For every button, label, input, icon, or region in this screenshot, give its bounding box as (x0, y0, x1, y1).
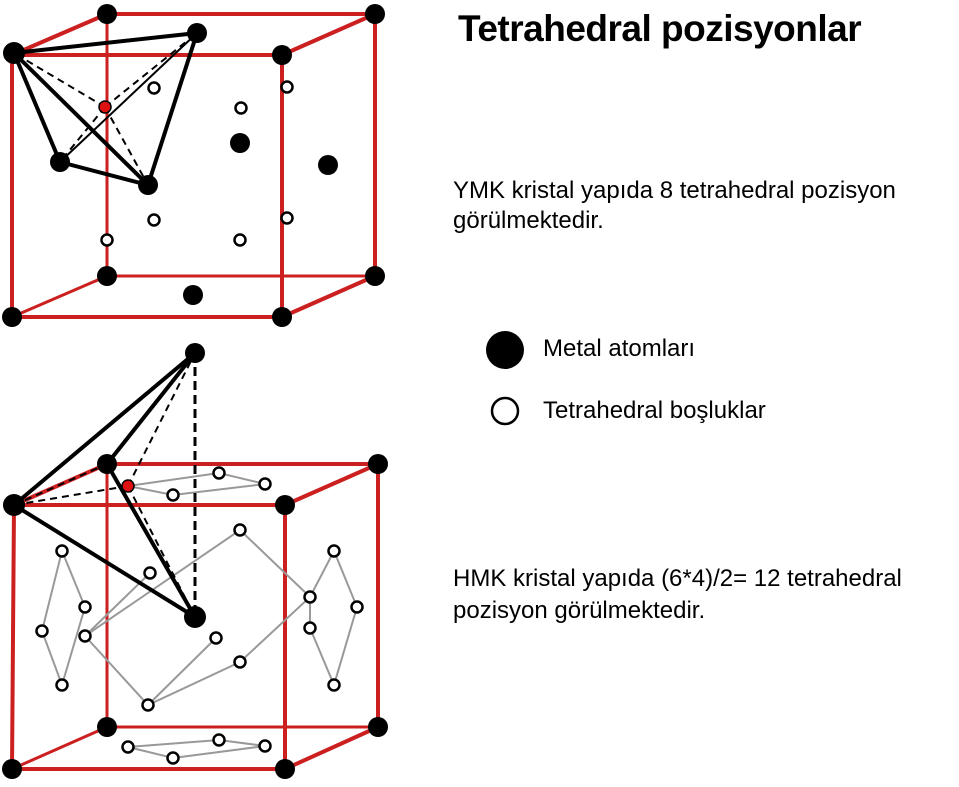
bcc-cube (2, 343, 388, 779)
bcc-metal-atom (3, 494, 25, 516)
bcc-metal-atom (184, 606, 206, 628)
fcc-metal-atom (365, 266, 385, 286)
fcc-metal-atom (272, 45, 292, 65)
legend-metal-label: Metal atomları (543, 335, 696, 362)
bcc-metal-atom (275, 759, 295, 779)
fcc-metal-atom (272, 307, 292, 327)
fcc-tetrahedron (12, 31, 199, 187)
fcc-metal-atoms (2, 4, 385, 327)
bcc-void (258, 477, 272, 491)
bcc-void (35, 624, 49, 638)
fcc-void (234, 101, 248, 115)
bcc-void (166, 751, 180, 765)
bcc-void (327, 678, 341, 692)
fcc-metal-atom (2, 307, 22, 327)
fcc-metal-atom (138, 175, 158, 195)
bcc-void (303, 621, 317, 635)
bcc-void (258, 739, 272, 753)
fcc-metal-atom (365, 4, 385, 24)
bcc-hidden-edges (11, 464, 378, 771)
bcc-void (212, 733, 226, 747)
fcc-metal-atom (3, 42, 25, 64)
fcc-void (280, 211, 294, 225)
fcc-description-line2: görülmektedir. (453, 207, 604, 234)
fcc-void (147, 81, 161, 95)
bcc-metal-atom (368, 717, 388, 737)
bcc-void (55, 544, 69, 558)
bcc-void (327, 544, 341, 558)
bcc-void (55, 678, 69, 692)
bcc-void (78, 600, 92, 614)
hmk-description-line2: pozisyon görülmektedir. (453, 597, 706, 624)
fcc-metal-atom (318, 155, 338, 175)
fcc-metal-atom (97, 4, 117, 24)
bcc-void (212, 466, 226, 480)
metal-atom-legend-icon (486, 331, 524, 369)
bcc-tetrahedron (12, 351, 197, 619)
bcc-metal-atom (368, 454, 388, 474)
page-title: Tetrahedral pozisyonlar (458, 8, 862, 49)
fcc-void (280, 80, 294, 94)
bcc-void (209, 631, 223, 645)
fcc-void (100, 233, 114, 247)
fcc-metal-atom (230, 133, 250, 153)
fcc-cube (2, 4, 385, 327)
fcc-metal-atom (183, 285, 203, 305)
bcc-void (303, 590, 317, 604)
bcc-metal-atom (97, 454, 117, 474)
fcc-metal-atom (187, 23, 207, 43)
bcc-void (143, 566, 157, 580)
legend-void-label: Tetrahedral boşluklar (543, 397, 766, 424)
fcc-description-line1: YMK kristal yapıda 8 tetrahedral pozisyo… (453, 177, 896, 204)
bcc-visible-edges (10, 462, 380, 771)
bcc-void (233, 523, 247, 537)
bcc-tetrahedral-voids (35, 466, 364, 765)
bcc-metal-atom (275, 495, 295, 515)
bcc-metal-atom (2, 759, 22, 779)
bcc-void (350, 600, 364, 614)
fcc-void (147, 213, 161, 227)
bcc-highlight-void (121, 479, 135, 493)
bcc-void (233, 655, 247, 669)
bcc-void (121, 740, 135, 754)
void-legend-icon (490, 396, 520, 426)
fcc-visible-edges (10, 12, 377, 319)
bcc-metal-atom (97, 717, 117, 737)
fcc-tetrahedral-voids (100, 80, 294, 247)
hmk-description-line1: HMK kristal yapıda (6*4)/2= 12 tetrahedr… (453, 565, 902, 592)
bcc-metal-atoms (2, 343, 388, 779)
fcc-metal-atom (97, 266, 117, 286)
bcc-void (78, 629, 92, 643)
bcc-void (166, 488, 180, 502)
fcc-void (233, 233, 247, 247)
bcc-void (141, 698, 155, 712)
fcc-highlight-void (98, 100, 112, 114)
bcc-metal-atom (185, 343, 205, 363)
fcc-metal-atom (50, 152, 70, 172)
